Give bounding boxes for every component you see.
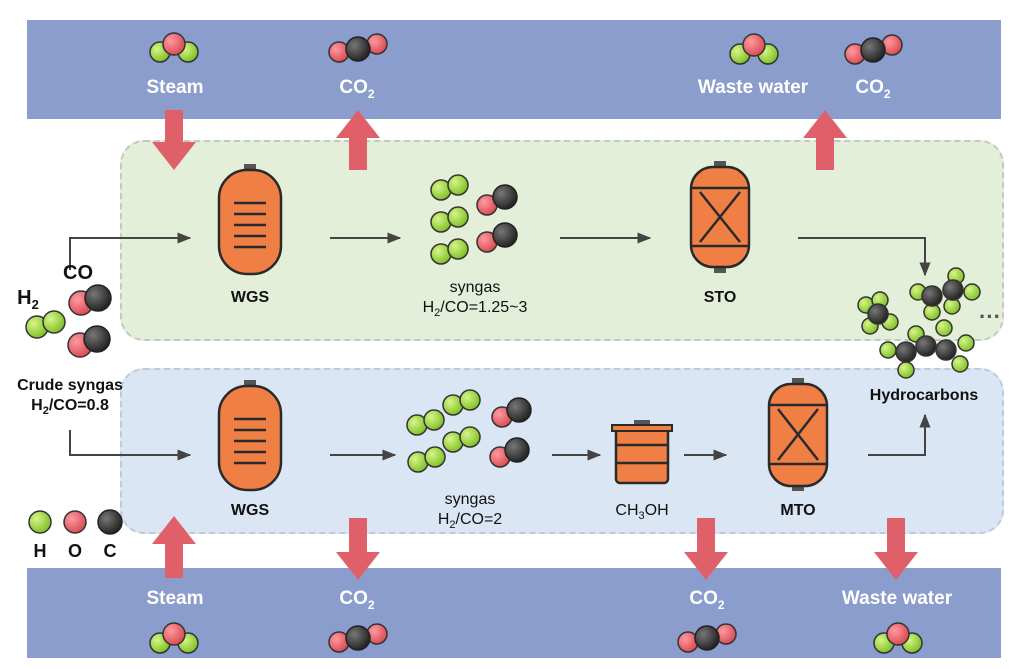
co2-label-bottom-a: CO2	[339, 588, 375, 612]
steam-in-arrow-bottom-icon	[152, 516, 196, 578]
water-molecule-bottom-icon	[873, 622, 923, 654]
legend-atoms	[28, 509, 123, 535]
wgs-label-bottom: WGS	[230, 502, 270, 519]
co2-label-top-a: CO2	[339, 77, 375, 101]
steam-label-bottom: Steam	[146, 588, 204, 609]
crude-syngas-molecules-icon	[25, 284, 112, 358]
mto-reactor-icon	[767, 378, 829, 491]
co2-molecule-top-a-icon	[328, 33, 388, 63]
syngas-bottom-label: syngas H2/CO=2	[437, 491, 503, 532]
co2-molecule-bottom-a-icon	[328, 623, 388, 653]
co2-out-arrow-bottom-b-icon	[684, 518, 728, 580]
waste-water-label-bottom: Waste water	[841, 588, 953, 609]
co2-label-top-b: CO2	[855, 77, 891, 101]
legend-hydrogen-icon	[28, 510, 52, 534]
exchange-arrows	[152, 110, 918, 580]
wgs-label-top: WGS	[230, 289, 270, 306]
steam-molecule-top-icon	[149, 32, 199, 63]
wgs-reactor-bottom-icon	[217, 380, 283, 492]
co-label: CO	[63, 262, 93, 284]
syngas-molecules-top-icon	[430, 174, 518, 265]
water-molecule-top-icon	[729, 33, 779, 65]
co2-label-bottom-b: CO2	[689, 588, 725, 612]
flow-lines	[69, 232, 931, 461]
hydrocarbons-label: Hydrocarbons	[869, 387, 979, 404]
steam-label-top: Steam	[146, 77, 204, 98]
waste-water-label-top: Waste water	[697, 77, 809, 98]
sto-label: STO	[703, 289, 737, 306]
co2-molecule-bottom-b-icon	[677, 623, 737, 653]
legend-carbon-icon	[97, 509, 123, 535]
hydrocarbons-molecules-icon	[857, 267, 981, 379]
steam-molecule-bottom-icon	[149, 622, 199, 654]
crude-syngas-label: Crude syngas H2/CO=0.8	[17, 377, 123, 418]
top-output-band	[27, 20, 1001, 119]
ch3oh-label: CH3OH	[615, 502, 669, 523]
h2-label: H2	[17, 287, 39, 312]
steam-in-arrow-top-icon	[152, 110, 196, 170]
syngas-top-label: syngas H2/CO=1.25~3	[422, 279, 528, 320]
wgs-reactor-top-icon	[217, 164, 283, 276]
co2-out-arrow-top-b-icon	[803, 110, 847, 170]
syngas-molecules-bottom-icon	[406, 389, 532, 473]
sto-reactor-icon	[689, 161, 751, 273]
legend-c-label: C	[103, 541, 117, 561]
more-ellipsis: ···	[979, 304, 1001, 329]
legend-oxygen-icon	[63, 510, 87, 534]
mto-label: MTO	[780, 502, 816, 519]
legend-h-label: H	[33, 541, 47, 561]
waste-water-out-arrow-icon	[874, 518, 918, 580]
methanol-tank-icon	[611, 420, 673, 485]
co2-molecule-top-b-icon	[844, 34, 903, 65]
legend-o-label: O	[67, 541, 83, 561]
co2-out-arrow-bottom-icon	[336, 518, 380, 580]
co2-out-arrow-top-icon	[336, 110, 380, 170]
